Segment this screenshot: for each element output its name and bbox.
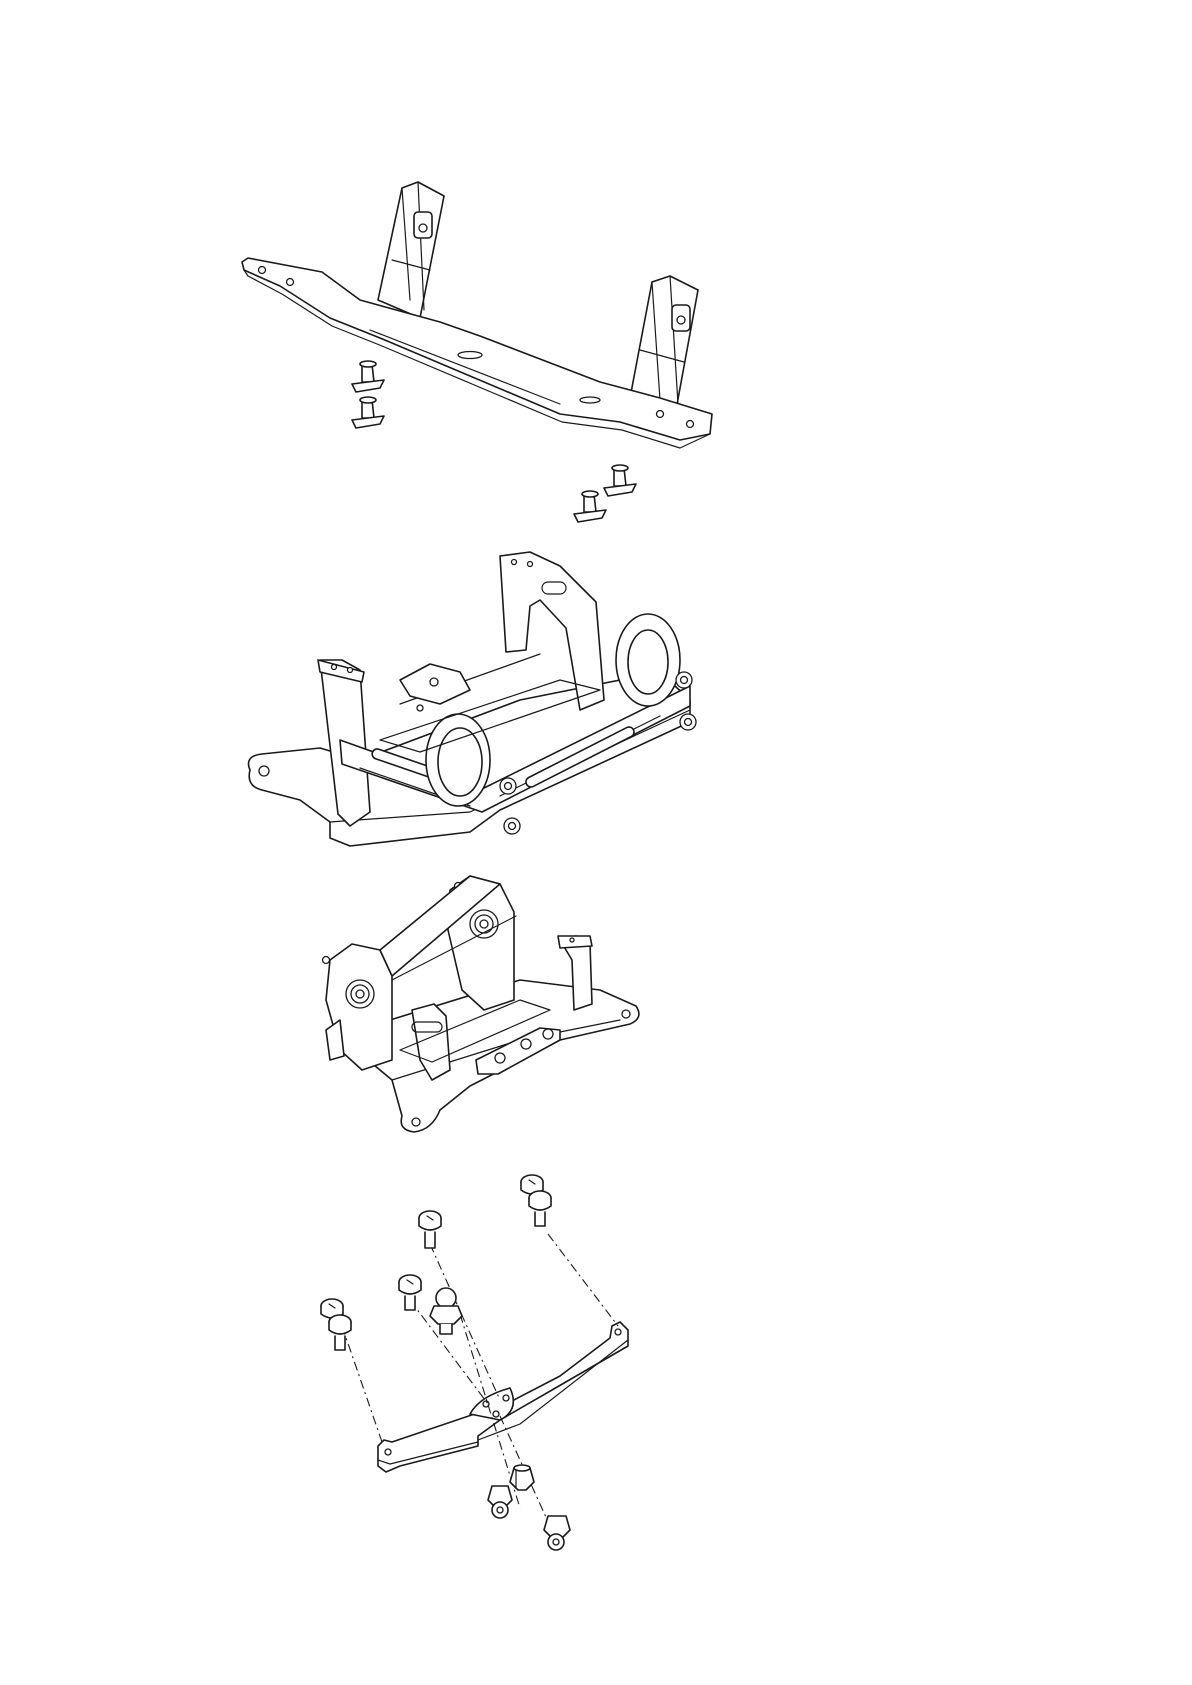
countersunk-screw-icon [574, 491, 606, 522]
upper-plate-assembly [242, 182, 712, 448]
lower-plate [378, 1322, 628, 1472]
countersunk-screw-icon [352, 361, 384, 392]
right-post [630, 276, 698, 410]
button-head-screw-icon [419, 1211, 441, 1248]
button-head-screw-icon [399, 1275, 421, 1310]
chassis-frame-front-view [249, 552, 697, 846]
assembly-guide-lines [342, 1234, 618, 1548]
lower-plate-exploded [321, 1175, 628, 1550]
button-head-screw-icon [321, 1299, 351, 1350]
ball-end-icon [510, 1465, 534, 1490]
button-head-screws [321, 1175, 551, 1350]
button-head-screw-icon [521, 1175, 551, 1226]
bottom-ball-ends [488, 1465, 570, 1550]
ball-stud [430, 1288, 462, 1334]
ball-end-icon [544, 1516, 570, 1550]
countersunk-screw-icon [352, 397, 384, 428]
left-post [378, 182, 444, 318]
countersunk-screw-icon [604, 465, 636, 496]
chassis-frame-rear-view [323, 876, 639, 1132]
ball-end-icon [488, 1486, 512, 1518]
countersunk-screws-left [352, 361, 384, 428]
countersunk-screws-right [574, 465, 636, 522]
